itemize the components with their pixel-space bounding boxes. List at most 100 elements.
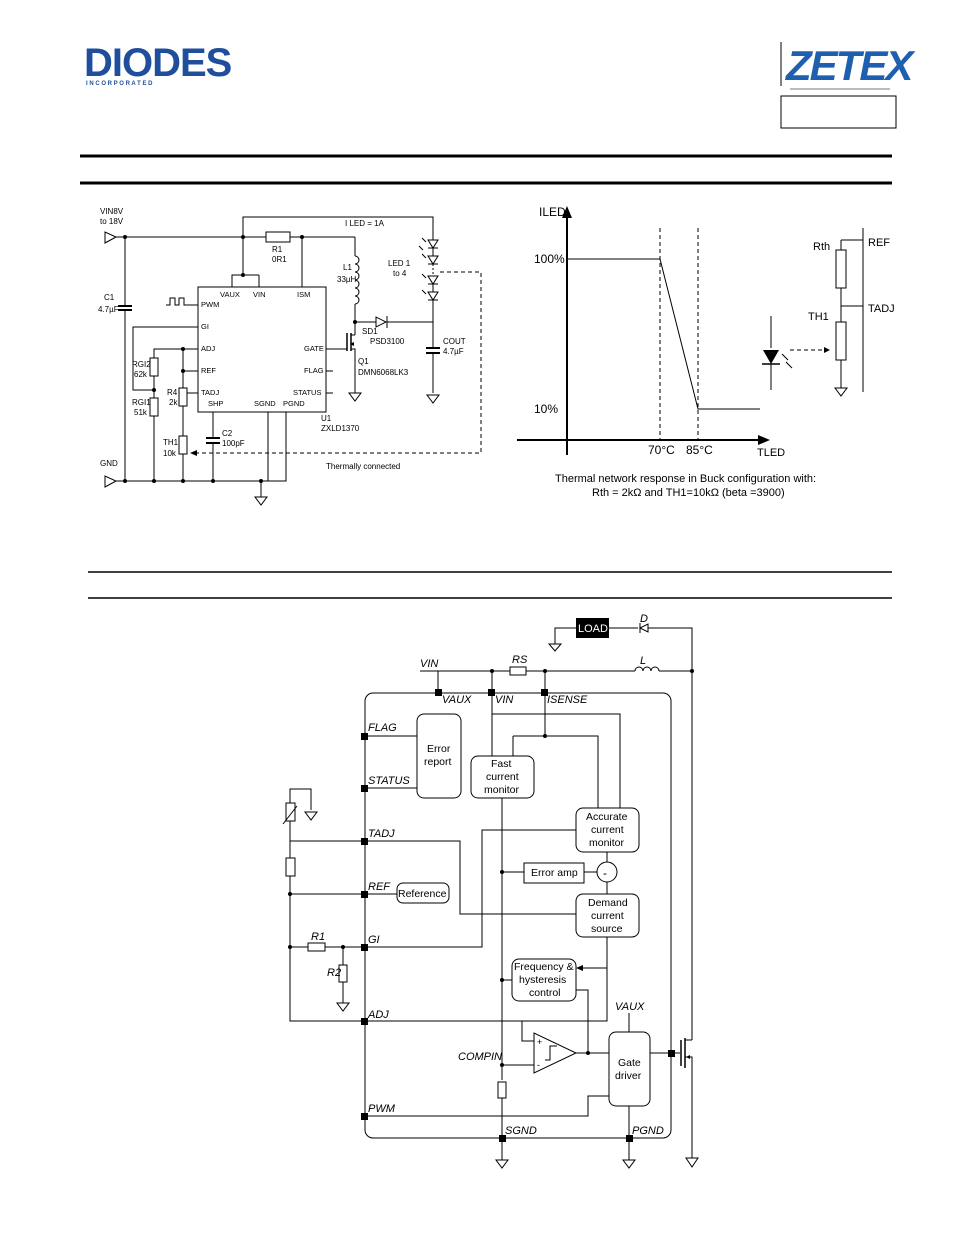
svg-text:VAUX: VAUX (442, 694, 472, 706)
svg-text:PWM: PWM (201, 300, 219, 309)
load-box (576, 618, 609, 638)
svg-text:driver: driver (615, 1070, 642, 1082)
svg-text:VIN: VIN (420, 658, 438, 670)
svg-text:RS: RS (512, 654, 528, 666)
vin-range-label: to 18V (100, 217, 124, 226)
thermal-network: Rth TH1 REF TADJ (762, 228, 895, 397)
ic-outline (364, 692, 672, 1139)
svg-text:VAUX: VAUX (220, 290, 240, 299)
svg-text:TADJ: TADJ (368, 828, 395, 840)
diodes-logo: DIODES I N C O R P O R A T E D (84, 41, 233, 87)
svg-text:U1: U1 (321, 414, 332, 423)
svg-text:Gate: Gate (618, 1057, 641, 1069)
gate-driver-block (608, 1031, 651, 1107)
thermal-link-line (194, 271, 482, 454)
derating-curve (567, 258, 760, 410)
svg-text:10k: 10k (163, 449, 177, 458)
svg-text:GATE: GATE (304, 344, 324, 353)
pwm-pulse-icon (166, 297, 198, 306)
iled-label: I LED = 1A (345, 219, 385, 228)
svg-text:Q1: Q1 (358, 357, 369, 366)
svg-text:SGND: SGND (505, 1125, 537, 1137)
block-diagram: LOAD D VIN RS L VAUX VIN ISENSE (282, 613, 699, 1169)
svg-text:Frequency &: Frequency & (514, 961, 574, 973)
chart-caption-line2: Rth = 2kΩ and TH1=10kΩ (beta =3900) (592, 487, 785, 499)
svg-text:report: report (424, 756, 452, 768)
svg-text:COUT: COUT (443, 337, 466, 346)
svg-text:TH1: TH1 (808, 311, 829, 323)
svg-text:SGND: SGND (254, 399, 276, 408)
svg-text:Demand: Demand (588, 897, 628, 909)
external-resistor (285, 857, 296, 877)
led-string (418, 232, 439, 348)
svg-text:COMPIN: COMPIN (458, 1051, 502, 1063)
svg-text:hysteresis: hysteresis (519, 974, 566, 986)
svg-text:STATUS: STATUS (368, 775, 410, 787)
svg-text:to 4: to 4 (393, 269, 407, 278)
svg-text:SD1: SD1 (362, 327, 378, 336)
svg-text:R4: R4 (167, 388, 178, 397)
error-report-block (416, 713, 462, 799)
r1-external-resistor (307, 942, 326, 952)
zetex-logo: ZETEX (780, 42, 918, 129)
error-amp-block (523, 862, 585, 884)
application-schematic: VIN8V to 18V GND R1 0R1 I LED = 1A C1 4.… (98, 207, 482, 506)
svg-text:current: current (591, 910, 624, 922)
svg-text:C2: C2 (222, 429, 233, 438)
svg-text:current: current (591, 824, 624, 836)
x-tick-label: 85°C (686, 443, 713, 457)
summing-node (596, 861, 618, 883)
r1-resistor (265, 231, 291, 243)
led-icon (763, 350, 779, 364)
svg-text:source: source (591, 923, 623, 935)
svg-text:Error: Error (427, 743, 451, 755)
rgi1-resistor (149, 397, 159, 417)
svg-text:monitor: monitor (589, 837, 625, 849)
svg-text:I N C O R P O R A T E D: I N C O R P O R A T E D (86, 81, 153, 87)
svg-text:LED 1: LED 1 (388, 259, 411, 268)
svg-text:4.7µF: 4.7µF (443, 347, 464, 356)
svg-text:control: control (529, 987, 561, 999)
gnd-terminal (104, 475, 118, 488)
vin-terminal (104, 231, 118, 244)
svg-text:REF: REF (368, 881, 391, 893)
svg-text:ISENSE: ISENSE (547, 694, 588, 706)
svg-text:TADJ: TADJ (868, 303, 895, 315)
svg-text:Rth: Rth (813, 241, 830, 253)
svg-text:Accurate: Accurate (586, 811, 628, 823)
svg-text:REF: REF (201, 366, 216, 375)
comparator (533, 1032, 578, 1074)
svg-text:-: - (537, 1060, 540, 1070)
svg-text:DIODES: DIODES (84, 41, 232, 85)
y-tick-label: 100% (534, 252, 565, 266)
svg-text:RGI2: RGI2 (132, 360, 151, 369)
d-diode (638, 623, 649, 633)
svg-text:TADJ: TADJ (201, 388, 219, 397)
svg-text:ZXLD1370: ZXLD1370 (321, 424, 360, 433)
svg-text:GI: GI (201, 322, 209, 331)
rth-resistor (835, 249, 847, 289)
svg-text:62k: 62k (134, 370, 148, 379)
svg-text:Fast: Fast (491, 758, 512, 770)
svg-text:PWM: PWM (368, 1103, 396, 1115)
svg-text:ADJ: ADJ (367, 1009, 389, 1021)
svg-text:GI: GI (368, 934, 380, 946)
svg-text:STATUS: STATUS (293, 388, 321, 397)
compin-resistor (497, 1081, 507, 1099)
svg-text:R2: R2 (327, 967, 341, 979)
svg-text:VIN: VIN (253, 290, 266, 299)
svg-text:0R1: 0R1 (272, 255, 287, 264)
svg-text:51k: 51k (134, 408, 148, 417)
rgi2-resistor (149, 357, 159, 377)
svg-text:PGND: PGND (283, 399, 305, 408)
th1-thermistor (178, 435, 188, 455)
y-axis-label: ILED (539, 205, 566, 219)
svg-text:L1: L1 (343, 263, 352, 272)
svg-text:RGI1: RGI1 (132, 398, 151, 407)
svg-text:TH1: TH1 (163, 438, 179, 447)
svg-text:REF: REF (868, 237, 890, 249)
svg-text:current: current (486, 771, 519, 783)
